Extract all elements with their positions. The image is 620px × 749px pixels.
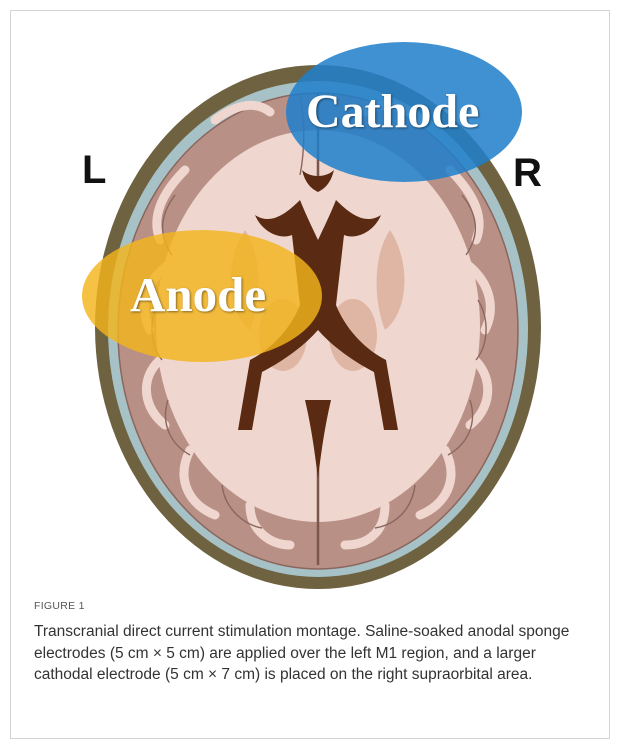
figure-caption-text: Transcranial direct current stimulation … (34, 621, 594, 686)
cathode-label: Cathode (306, 88, 479, 136)
left-hemisphere-label: L (82, 150, 106, 190)
anode-label: Anode (130, 270, 266, 319)
figure-caption-heading: FIGURE 1 (34, 600, 85, 612)
right-hemisphere-label: R (513, 153, 542, 193)
